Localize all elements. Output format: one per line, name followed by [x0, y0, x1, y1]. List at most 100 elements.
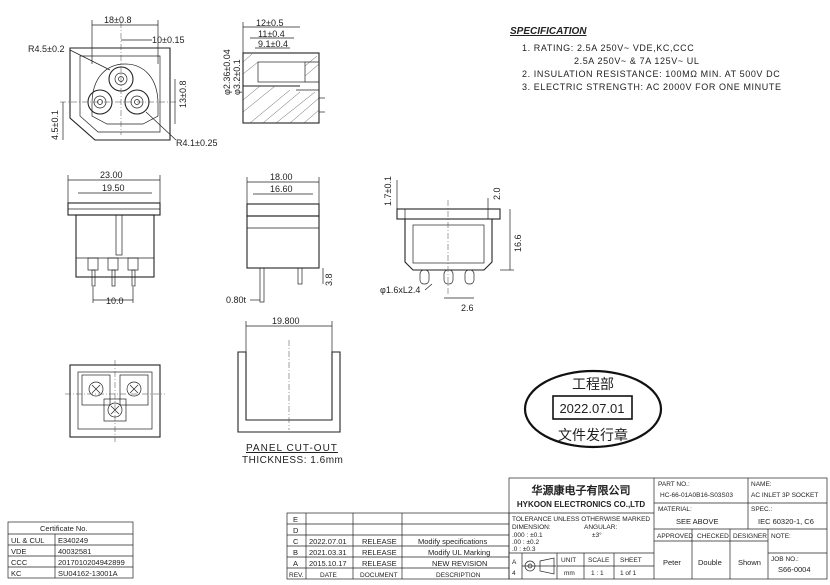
sheet-value: 1 of 1 — [620, 570, 637, 577]
top-view: 23.00 19.50 10.0 — [67, 170, 161, 306]
dim-panel-width: 19.800 — [272, 316, 300, 326]
rev-id: B — [293, 548, 298, 557]
dim-rear-2-0: 2.0 — [492, 187, 502, 200]
sheet-size-number: 4 — [512, 570, 516, 577]
name-value: AC INLET 3P SOCKET — [751, 492, 818, 499]
rev-id: C — [293, 537, 299, 546]
rev-document: RELEASE — [362, 537, 397, 546]
spec-label: SPEC.: — [751, 506, 773, 513]
angular-label: ANGULAR: — [584, 524, 617, 531]
rev-description: NEW REVISION — [432, 559, 487, 568]
designer-value: Shown — [738, 558, 761, 567]
title-block: 华源康电子有限公司 HYKOON ELECTRONICS CO.,LTD TOL… — [508, 477, 828, 580]
spec-line-3: 2. INSULATION RESISTANCE: 100MΩ MIN. AT … — [522, 69, 780, 79]
panel-title: PANEL CUT-OUT — [246, 443, 338, 454]
dim-rear-pin: φ1.6xL2.4 — [380, 285, 420, 295]
cert-value: E340249 — [58, 536, 88, 545]
front-view: 18±0.8 10±0.15 R4.5±0.2 R4.1±0.25 13±0.8… — [28, 15, 217, 148]
cert-value: 2017010204942899 — [58, 558, 125, 567]
dim-pin-3-8: 3.8 — [324, 273, 334, 286]
unit-label: UNIT — [561, 557, 576, 564]
rev-id: D — [293, 526, 299, 535]
checked-label: CHECKED — [697, 533, 729, 540]
dim-side-diameter-1: φ2.36±0.04 — [222, 49, 232, 95]
dim-front-width: 18±0.8 — [104, 15, 131, 25]
dim-height-right: 13±0.8 — [178, 81, 188, 108]
rev-description: Modify specifications — [418, 537, 487, 546]
tolerance-note: TOLERANCE UNLESS OTHERWISE MARKED — [512, 516, 650, 523]
job-no-value: S66-0004 — [778, 565, 811, 574]
dim-rear-2-6: 2.6 — [461, 303, 474, 313]
rev-col-header: DOCUMENT — [360, 572, 398, 579]
sheet-size-letter: A — [512, 559, 517, 566]
specification-block: SPECIFICATION 1. RATING: 2.5A 250V~ VDE,… — [510, 26, 782, 92]
bottom-view — [65, 360, 165, 442]
rev-id: E — [293, 515, 298, 524]
spec-line-1: 1. RATING: 2.5A 250V~ VDE,KC,CCC — [522, 43, 694, 53]
note-label: NOTE: — [771, 533, 791, 540]
spec-line-4: 3. ELECTRIC STRENGTH: AC 2000V FOR ONE M… — [522, 82, 782, 92]
dim-rear-1-7: 1.7±0.1 — [383, 176, 393, 206]
certificate-table: Certificate No. UL & CUL E340249 VDE 400… — [7, 521, 134, 579]
sheet-label: SHEET — [620, 557, 642, 564]
rev-date: 2022.07.01 — [309, 537, 347, 546]
part-no-label: PART NO.: — [658, 481, 690, 488]
material-value: SEE ABOVE — [676, 517, 719, 526]
panel-thickness: THICKNESS: 1.6mm — [242, 455, 343, 466]
tolerance-3: .0 : ±0.3 — [512, 546, 536, 553]
dim-rear-16-6: 16.6 — [513, 234, 523, 252]
dim-width-19-5: 19.50 — [102, 183, 125, 193]
rev-date: 2021.03.31 — [309, 548, 347, 557]
dim-height-left: 4.5±0.1 — [50, 110, 60, 140]
revision-table: E D C 2022.07.01 RELEASE Modify specific… — [286, 512, 510, 580]
certificate-header: Certificate No. — [40, 524, 88, 533]
dim-pin-spacing-top: 10±0.15 — [152, 35, 184, 45]
dim-radius-top: R4.5±0.2 — [28, 44, 64, 54]
projection-symbol-icon — [522, 557, 556, 575]
rev-id: A — [293, 559, 298, 568]
checked-value: Double — [698, 558, 722, 567]
tolerance-1: .000 : ±0.1 — [512, 532, 543, 539]
panel-cutout: 19.800 PANEL CUT-OUT THICKNESS: 1.6mm — [237, 316, 343, 466]
rear-view: 1.7±0.1 2.0 16.6 φ1.6xL2.4 2.6 — [380, 176, 523, 313]
unit-value: mm — [564, 570, 575, 577]
stamp-date: 2022.07.01 — [559, 401, 624, 416]
scale-label: SCALE — [588, 557, 610, 564]
spec-value: IEC 60320-1, C6 — [758, 517, 814, 526]
stamp-bottom: 文件发行章 — [558, 427, 628, 443]
spec-line-2: 2.5A 250V~ & 7A 125V~ UL — [574, 56, 700, 66]
cert-value: 40032581 — [58, 547, 91, 556]
dim-thickness-0-80: 0.80t — [226, 295, 247, 305]
scale-value: 1 : 1 — [591, 570, 604, 577]
job-no-label: JOB NO.: — [771, 556, 799, 563]
dim-width-10: 10.0 — [106, 296, 124, 306]
rev-col-header: DATE — [320, 572, 338, 579]
side-view-middle: 18.00 16.60 0.80t 3.8 — [226, 172, 334, 305]
company-en: HYKOON ELECTRONICS CO.,LTD — [517, 500, 646, 509]
cert-name: CCC — [11, 558, 28, 567]
hatch-area — [242, 53, 320, 124]
part-no-value: HC-66-01A0B16-S03S03 — [660, 492, 733, 499]
cert-name: UL & CUL — [11, 536, 44, 545]
rev-col-header: DESCRIPTION — [436, 572, 481, 579]
material-label: MATERIAL: — [658, 506, 692, 513]
dimension-label: DIMENSION: — [512, 524, 551, 531]
cert-name: VDE — [11, 547, 26, 556]
angular-value: ±3° — [592, 531, 602, 539]
stamp-top: 工程部 — [572, 376, 614, 392]
dim-side-18: 18.00 — [270, 172, 293, 182]
cert-name: KC — [11, 569, 22, 578]
company-cn: 华源康电子有限公司 — [532, 483, 631, 497]
dim-side-11: 11±0.4 — [258, 29, 285, 39]
rev-col-header: REV. — [289, 572, 304, 579]
designer-label: DESIGNER — [733, 533, 767, 540]
dim-side-diameter-2: φ3.2±0.1 — [232, 59, 242, 95]
dim-width-23: 23.00 — [100, 170, 123, 180]
approved-value: Peter — [663, 558, 681, 567]
rev-date: 2015.10.17 — [309, 559, 347, 568]
specification-heading: SPECIFICATION — [510, 26, 587, 37]
dim-side-9-1: 9.1±0.4 — [258, 39, 288, 49]
name-label: NAME: — [751, 481, 772, 488]
side-section-view: 12±0.5 11±0.4 9.1±0.4 φ2.36±0.04 φ3.2±0.… — [222, 18, 325, 124]
